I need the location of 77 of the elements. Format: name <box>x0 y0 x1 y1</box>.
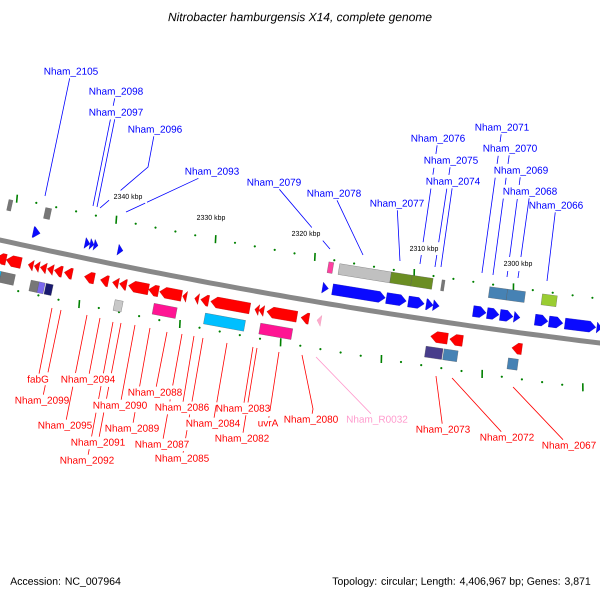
gene-label: Nham_2067 <box>542 441 596 451</box>
leader-line <box>156 332 168 388</box>
gene-label: Nham_2077 <box>370 199 424 209</box>
leader-line <box>126 178 199 212</box>
gene-label: Nham_2088 <box>128 388 182 398</box>
gene-label: Nham_2071 <box>476 123 529 133</box>
leader-line <box>440 188 452 268</box>
leader-line <box>182 336 194 402</box>
leader-line <box>120 324 136 400</box>
gene-label: Nham_2078 <box>308 189 361 199</box>
gene-label: Nham_2075 <box>424 156 478 166</box>
leader-line <box>88 318 100 374</box>
leader-line <box>452 378 502 432</box>
gene-label: Nham_2072 <box>480 433 534 443</box>
leader-line <box>244 346 254 404</box>
leader-line <box>214 342 228 418</box>
leader-line <box>100 136 154 208</box>
leader-line <box>162 334 182 440</box>
leader-line <box>506 176 521 278</box>
gene-label: Nham_2076 <box>412 134 465 144</box>
leader-line <box>96 118 116 208</box>
gene-label: Nham_2085 <box>156 454 209 464</box>
gene-label: Nham_2070 <box>484 144 537 154</box>
leader-line <box>396 210 400 262</box>
gene-label: Nham_2092 <box>60 456 114 466</box>
leader-line <box>302 354 314 414</box>
gene-label: Nham_2091 <box>72 438 125 448</box>
leader-line <box>316 356 372 414</box>
gene-label: Nham_2068 <box>504 187 557 197</box>
gene-label: Nham_2086 <box>156 403 209 413</box>
leader-line <box>420 144 438 264</box>
leader-line <box>546 212 556 282</box>
leader-line <box>512 386 564 440</box>
gene-label: Nham_2093 <box>186 167 239 177</box>
leader-line <box>336 200 364 256</box>
gene-label: Nham_2066 <box>530 201 583 211</box>
leader-line <box>434 166 450 268</box>
leader-line <box>242 348 258 434</box>
gene-label: Nham_2089 <box>106 424 159 434</box>
gene-label: fabG <box>27 375 48 383</box>
leader-line <box>492 154 510 276</box>
leader-line <box>42 310 62 396</box>
leader-line <box>436 376 443 424</box>
gene-label: uvrA <box>258 420 278 426</box>
gene-label: Nham_2084 <box>186 419 240 429</box>
leader-line <box>132 328 150 424</box>
leader-line <box>88 322 114 456</box>
gene-label: Nham_R0032 <box>346 415 408 425</box>
gene-label: Nham_2079 <box>248 178 301 188</box>
gene-label: Nham_2096 <box>128 125 182 135</box>
leader-line <box>38 308 52 374</box>
title: Nitrobacter hamburgensis X14, complete genome <box>168 12 432 24</box>
gene-label: Nham_2105 <box>44 67 98 77</box>
gene-label: Nham_2090 <box>94 401 147 411</box>
gene-label: Nham_2097 <box>90 108 143 118</box>
leader-line <box>278 188 330 250</box>
footer-text: Topology: circular; Length: 4,406,967 bp; Genes: 3,871 <box>332 577 590 587</box>
gene-label: Nham_2095 <box>38 421 92 431</box>
footer-text: Accession: NC_007964 <box>10 577 121 587</box>
gene-label: Nham_2083 <box>216 404 270 414</box>
leader-line <box>182 338 204 454</box>
gene-label: Nham_2074 <box>426 177 480 187</box>
gene-label: Nham_2073 <box>416 425 470 435</box>
gene-label: Nham_2094 <box>62 375 115 385</box>
gene-label: Nham_2087 <box>136 440 189 450</box>
leader-line <box>92 98 116 206</box>
leader-line <box>98 322 122 438</box>
gene-label: Nham_2069 <box>494 166 548 176</box>
leader-line <box>482 134 502 274</box>
gene-label: Nham_2099 <box>16 396 69 406</box>
gene-label: Nham_2080 <box>284 415 338 425</box>
leader-line <box>518 198 530 278</box>
gene-label: Nham_2082 <box>216 434 269 444</box>
leader-line <box>66 314 88 420</box>
leader-line <box>44 78 70 196</box>
leader-line <box>268 352 280 418</box>
gene-label: Nham_2098 <box>90 87 143 97</box>
